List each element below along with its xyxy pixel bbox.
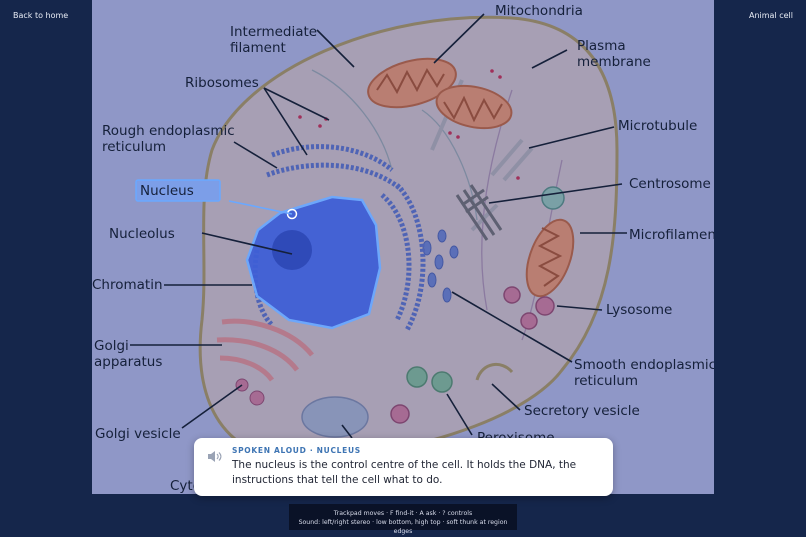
speech-heading: SPOKEN ALOUD · NUCLEUS bbox=[232, 446, 361, 455]
controls-hint-line-2: Sound: left/right stereo · low bottom, h… bbox=[298, 519, 508, 535]
label-chromatin[interactable]: Chromatin bbox=[92, 277, 163, 293]
nucleus-label-box[interactable] bbox=[135, 179, 221, 202]
golgi-apparatus[interactable] bbox=[216, 318, 314, 382]
label-centrosome[interactable]: Centrosome bbox=[629, 176, 711, 192]
peroxisomes[interactable] bbox=[406, 366, 453, 393]
smooth-er[interactable] bbox=[422, 229, 459, 303]
cell-title: Animal cell bbox=[749, 11, 793, 20]
spoken-aloud-panel: SPOKEN ALOUD · NUCLEUS The nucleus is th… bbox=[194, 438, 613, 496]
label-secretory-vesicle[interactable]: Secretory vesicle bbox=[524, 403, 640, 419]
pointer-marker[interactable] bbox=[286, 208, 298, 220]
label-mitochondria[interactable]: Mitochondria bbox=[495, 3, 583, 19]
controls-hint-line-1: Trackpad moves · F find-it · A ask · ? c… bbox=[333, 510, 473, 517]
speech-text: The nucleus is the control centre of the… bbox=[232, 459, 577, 486]
rough-er[interactable] bbox=[252, 144, 426, 332]
label-lysosome[interactable]: Lysosome bbox=[606, 302, 672, 318]
label-golgi-vesicle[interactable]: Golgi vesicle bbox=[95, 426, 181, 442]
speaker-icon bbox=[207, 448, 223, 467]
controls-hint: Trackpad moves · F find-it · A ask · ? c… bbox=[289, 504, 517, 535]
centrosome[interactable] bbox=[455, 184, 503, 241]
label-nucleus[interactable]: Nucleus bbox=[140, 183, 194, 199]
label-cytoplasm[interactable]: Cyto bbox=[170, 478, 201, 494]
nucleolus[interactable] bbox=[272, 230, 312, 270]
nucleus-highlight[interactable] bbox=[245, 195, 382, 330]
back-home-link[interactable]: Back to home bbox=[13, 11, 69, 20]
secretory-vesicle[interactable] bbox=[475, 363, 514, 381]
label-ribosomes[interactable]: Ribosomes bbox=[185, 75, 259, 91]
label-nucleolus[interactable]: Nucleolus bbox=[109, 226, 175, 242]
label-microtubule[interactable]: Microtubule bbox=[618, 118, 697, 134]
lysosomes[interactable] bbox=[390, 286, 555, 424]
label-microfilament[interactable]: Microfilament bbox=[629, 227, 714, 243]
mitochondria-group[interactable] bbox=[363, 50, 583, 302]
